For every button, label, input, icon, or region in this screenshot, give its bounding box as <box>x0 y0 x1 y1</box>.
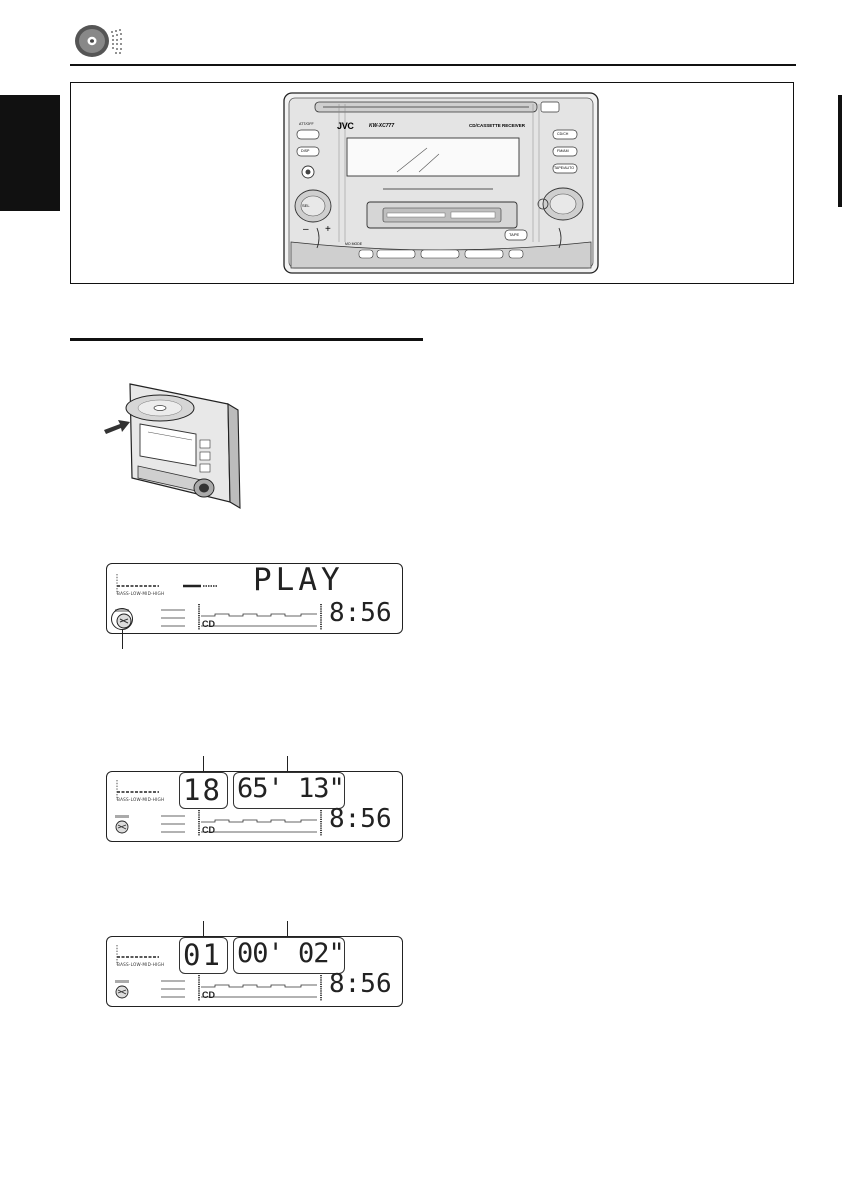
mo-mode-label: MO MODE <box>345 242 362 246</box>
track-leader <box>203 756 204 772</box>
lcd-clock: 8:56 <box>329 598 392 628</box>
receiver-faceplate: JVC KW-XC777 CD/CASSETTE RECEIVER ATT/OF… <box>283 92 599 274</box>
lcd-display-elapsed: BASS-LOW-MID-HIGH 01 00' 02" 8:56 CD <box>106 936 403 1007</box>
elapsed-time: 00' 02" <box>237 938 344 969</box>
receiver-type-label: CD/CASSETTE RECEIVER <box>469 123 525 128</box>
language-tab <box>0 95 60 211</box>
header-rule <box>70 64 796 66</box>
source-indicator: CD <box>202 990 215 1000</box>
volume-down-button[interactable]: – <box>303 224 309 235</box>
lcd-display-play: BASS-LOW-MID-HIGH PLAY 8:56 CD <box>106 563 403 634</box>
tape-eject-button[interactable]: TAPE <box>509 232 519 237</box>
tape-auto-button[interactable]: TAPE/AUTO <box>554 166 574 170</box>
lcd-display-total: BASS-LOW-MID-HIGH 18 65' 13" 8:56 CD <box>106 771 403 842</box>
model-label: KW-XC777 <box>369 123 394 129</box>
fm-am-button[interactable]: FM/AM <box>557 149 569 153</box>
total-time: 65' 13" <box>237 773 344 804</box>
page-edge-mark <box>838 95 842 207</box>
lcd-main-text: PLAY <box>253 563 344 598</box>
sel-button[interactable]: SEL <box>302 203 310 208</box>
time-leader <box>287 756 288 772</box>
disc-indicator-callout <box>111 608 133 630</box>
section-rule <box>70 338 423 341</box>
source-indicator: CD <box>202 825 215 835</box>
eq-labels: BASS-LOW-MID-HIGH <box>117 797 164 802</box>
track-number: 01 <box>183 938 222 972</box>
time-leader <box>287 921 288 937</box>
eq-labels: BASS-LOW-MID-HIGH <box>117 962 164 967</box>
lcd-clock: 8:56 <box>329 969 392 999</box>
track-number: 18 <box>183 773 222 807</box>
cd-insert-illustration <box>100 374 245 514</box>
brand-logo: JVC <box>337 121 354 131</box>
volume-up-button[interactable]: + <box>325 224 331 235</box>
att-off-label: ATT/OFF <box>299 122 314 126</box>
disp-button[interactable]: DISP <box>301 149 309 153</box>
callout-leader <box>122 629 123 649</box>
source-indicator: CD <box>202 619 215 629</box>
lcd-clock: 8:56 <box>329 804 392 834</box>
eq-labels: BASS-LOW-MID-HIGH <box>117 591 164 596</box>
disc-icon <box>72 22 132 62</box>
cd-ch-button[interactable]: CD/CH <box>557 132 568 136</box>
track-leader <box>203 921 204 937</box>
